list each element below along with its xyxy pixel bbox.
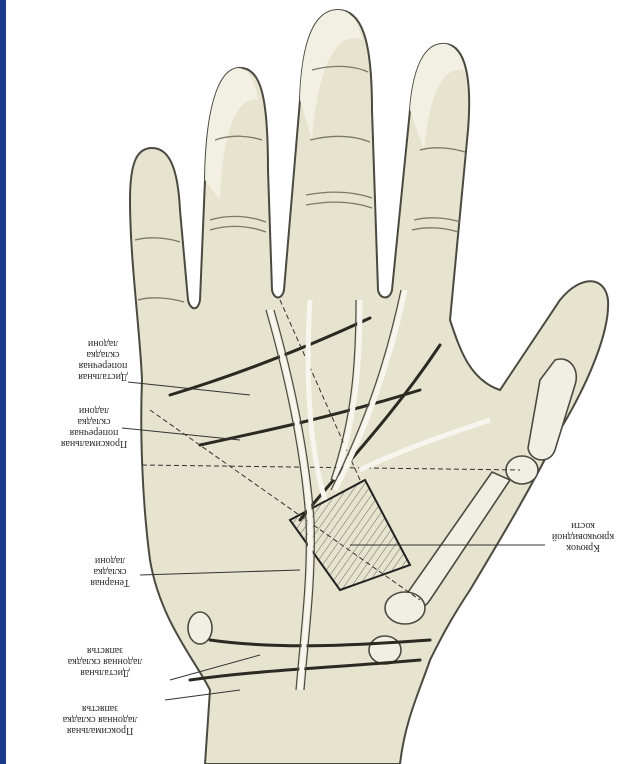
label-thenar-crease: Тенарная складка ладони	[80, 555, 140, 588]
label-distal-palmar-crease: Дистальная поперечная складка ладони	[68, 338, 138, 382]
label-hook-of-hamate: Крючок крючковидной кости	[548, 520, 618, 553]
label-distal-wrist-crease: Дистальная ладонная складка запястья	[55, 645, 155, 678]
label-proximal-wrist-crease: Проксимальная ладонная складка запястья	[50, 703, 150, 736]
label-middle-palmar-crease: Проксимальная поперечная складка ладони	[55, 405, 133, 449]
